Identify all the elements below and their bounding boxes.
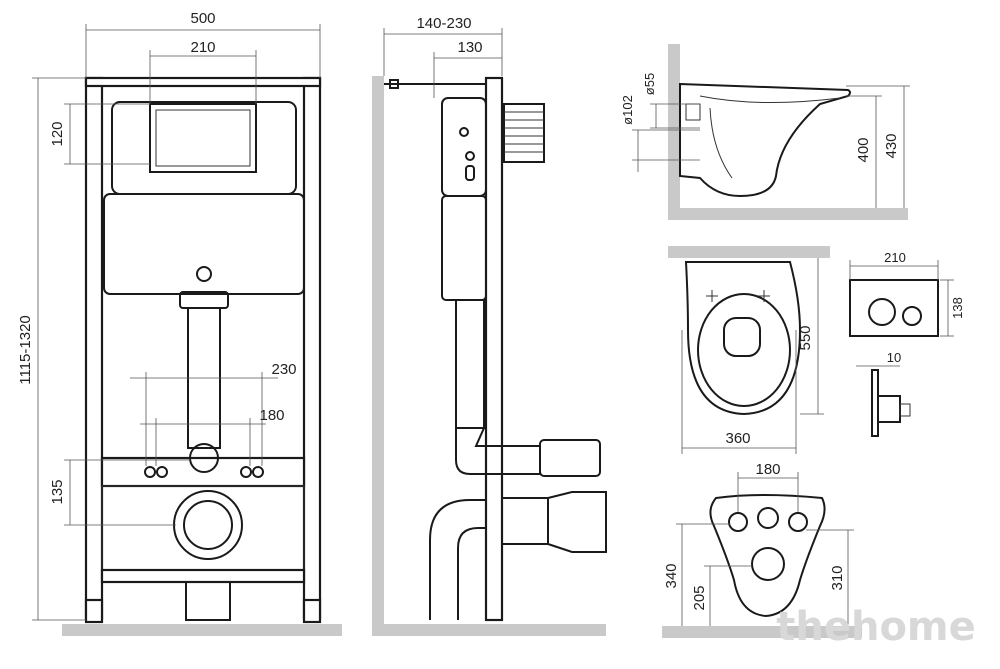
dim-front-width: 500 bbox=[190, 10, 215, 27]
bolt-right-outer bbox=[252, 466, 264, 478]
dim-fixing-inner: 180 bbox=[259, 407, 284, 424]
dim-outlet-height: 135 bbox=[49, 479, 66, 504]
cistern-badge bbox=[196, 266, 212, 282]
dim-back-bolt-spacing: 180 bbox=[755, 461, 780, 478]
flush-button-small[interactable] bbox=[902, 306, 922, 326]
toilet-side-wall bbox=[668, 44, 680, 220]
toilet-trap-line bbox=[709, 107, 733, 179]
side-view: 140-230 130 bbox=[372, 15, 607, 636]
bracket-clamp bbox=[389, 79, 399, 89]
dim-side-depth-range: 140-230 bbox=[416, 15, 471, 32]
side-waste-bend bbox=[429, 499, 486, 620]
frame-top-bar bbox=[84, 76, 322, 88]
dim-inlet-diameter: ø55 bbox=[642, 73, 657, 95]
watermark-logo: thehome bbox=[776, 604, 976, 650]
toilet-top-wall bbox=[668, 246, 830, 258]
dim-back-inlet-height: 310 bbox=[829, 565, 846, 590]
side-cistern-upper bbox=[441, 97, 487, 197]
flush-plate-side-pin bbox=[899, 403, 911, 417]
toilet-back-bolt-right bbox=[788, 512, 808, 532]
bolt-right-inner bbox=[240, 466, 252, 478]
side-flush-pipe bbox=[455, 299, 485, 429]
dim-plate-width: 210 bbox=[190, 39, 215, 56]
side-floor bbox=[372, 624, 606, 636]
toilet-top-bowl bbox=[697, 293, 791, 407]
toilet-rim-line bbox=[699, 95, 841, 104]
toilet-flush-inlet bbox=[685, 103, 701, 121]
toilet-back-bolt-left bbox=[728, 512, 748, 532]
dim-back-bolt-height: 340 bbox=[663, 563, 680, 588]
front-floor bbox=[62, 624, 342, 636]
side-cistern-valve-2 bbox=[465, 151, 475, 161]
toilet-side-floor bbox=[668, 208, 908, 220]
side-waste-bend-inner bbox=[457, 527, 486, 620]
dim-plate-front-height: 138 bbox=[950, 297, 965, 319]
dim-plate-thickness: 10 bbox=[887, 350, 901, 365]
waste-pipe bbox=[185, 581, 231, 621]
dim-toilet-length: 550 bbox=[797, 325, 814, 350]
dim-seat-height: 430 bbox=[883, 133, 900, 158]
dim-back-outlet-height: 205 bbox=[691, 585, 708, 610]
toilet-back-outlet bbox=[751, 547, 785, 581]
dim-outlet-diameter: ø102 bbox=[620, 95, 635, 125]
toilet-back-floor bbox=[662, 626, 862, 638]
toilet-side-view: ø55 ø102 400 430 bbox=[620, 44, 910, 220]
flush-opening-inner bbox=[155, 109, 251, 167]
side-cistern-body bbox=[441, 195, 487, 301]
toilet-back-outline bbox=[709, 494, 826, 618]
dim-toilet-width: 360 bbox=[725, 430, 750, 447]
side-waste-sleeve bbox=[501, 497, 549, 545]
toilet-top-outline bbox=[684, 261, 802, 416]
side-cistern-valve bbox=[459, 127, 469, 137]
dim-fixing-outer: 230 bbox=[271, 361, 296, 378]
front-view: 500 210 120 1115-1320 230 180 135 bbox=[17, 10, 342, 636]
frame-foot-left bbox=[84, 598, 104, 624]
side-wall bbox=[372, 76, 384, 636]
toilet-top-bolts bbox=[706, 290, 770, 302]
flush-pipe-connector bbox=[189, 443, 219, 473]
cistern-body bbox=[103, 193, 305, 295]
dim-frame-height: 1115-1320 bbox=[17, 315, 34, 385]
toilet-back-inlet bbox=[757, 507, 779, 529]
dim-plate-front-width: 210 bbox=[884, 250, 906, 265]
toilet-top-opening bbox=[723, 317, 761, 357]
toilet-top-view: 550 360 bbox=[668, 246, 830, 454]
frame-upright-right bbox=[302, 76, 322, 620]
cistern-upper bbox=[111, 101, 297, 195]
frame-upright-left bbox=[84, 76, 104, 620]
waste-outlet-inner bbox=[183, 500, 233, 550]
outlet-bay bbox=[101, 485, 305, 571]
flush-opening bbox=[149, 103, 257, 173]
toilet-back-view: 180 340 205 310 bbox=[662, 461, 862, 638]
dim-side-depth: 130 bbox=[457, 39, 482, 56]
dim-rim-height: 400 bbox=[855, 137, 872, 162]
bolt-left-outer bbox=[144, 466, 156, 478]
flush-plate-side-body bbox=[877, 395, 901, 423]
flush-plate-front bbox=[849, 279, 939, 337]
side-cistern-port bbox=[465, 165, 475, 181]
side-flush-connector bbox=[539, 439, 601, 477]
flush-button-large[interactable] bbox=[868, 298, 896, 326]
toilet-bowl-profile bbox=[679, 82, 851, 198]
side-waste-socket bbox=[547, 491, 607, 553]
frame-foot-right bbox=[302, 598, 322, 624]
flush-plate-views: 210 138 10 bbox=[849, 250, 965, 437]
dim-plate-offset: 120 bbox=[49, 121, 66, 146]
plate-spacer bbox=[503, 103, 545, 163]
spacer-ribs bbox=[504, 111, 544, 153]
side-frame-upright bbox=[484, 76, 504, 622]
bottom-crossbar bbox=[100, 568, 306, 584]
bolt-left-inner bbox=[156, 466, 168, 478]
